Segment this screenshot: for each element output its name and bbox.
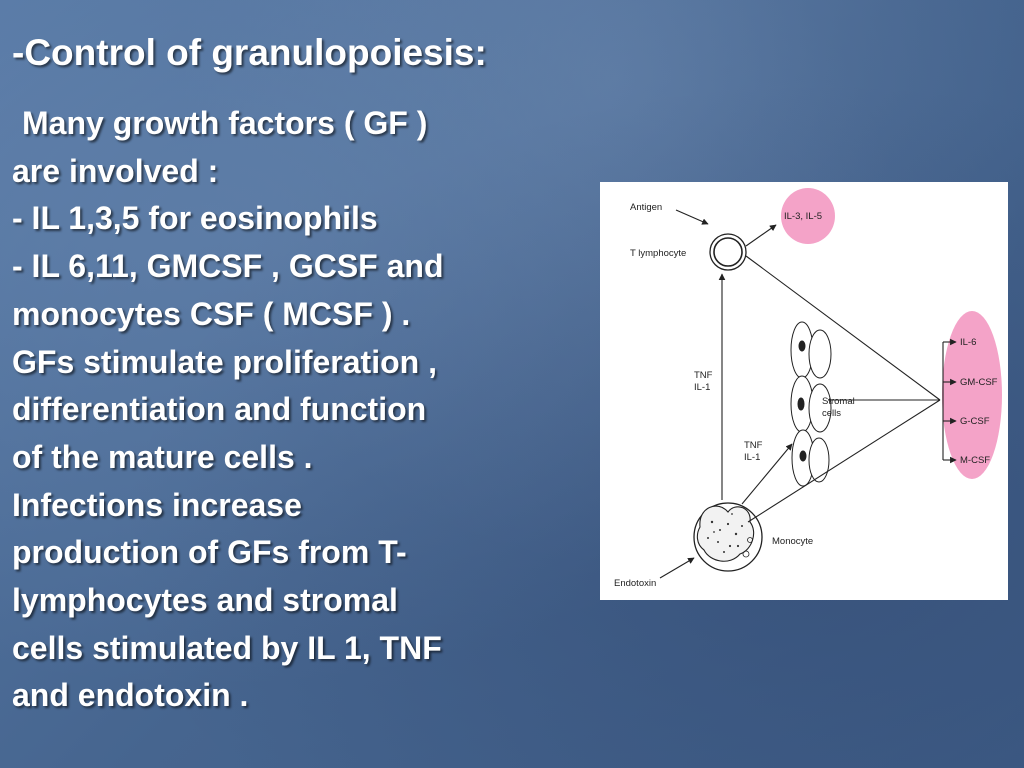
body-line: - IL 1,3,5 for eosinophils xyxy=(12,200,378,237)
m-csf-label: M-CSF xyxy=(960,455,990,466)
diagram-arrows xyxy=(659,209,957,579)
il3-il5-label: IL-3, IL-5 xyxy=(784,211,822,222)
tnf-label-mid: TNF xyxy=(744,440,763,451)
monocyte-label: Monocyte xyxy=(772,536,813,547)
tnf-label-left: TNF xyxy=(694,370,713,381)
g-csf-label: G-CSF xyxy=(960,416,990,427)
body-line: are involved : xyxy=(12,152,219,189)
body-line: - IL 6,11, GMCSF , GCSF and xyxy=(12,248,444,285)
body-line: lymphocytes and stromal xyxy=(12,582,398,619)
granulopoiesis-diagram: Antigen T lymphocyte IL-3, IL-5 TNF IL-1… xyxy=(600,182,1008,600)
stromal-label: Stromal xyxy=(822,396,855,407)
csf-highlight xyxy=(942,311,1002,479)
slide-title: -Control of granulopoiesis: xyxy=(12,32,487,73)
il1-label-left: IL-1 xyxy=(694,382,710,393)
body-line: GFs stimulate proliferation , xyxy=(12,343,437,380)
diagram-svg: Antigen T lymphocyte IL-3, IL-5 TNF IL-1… xyxy=(614,188,1002,589)
gm-csf-label: GM-CSF xyxy=(960,377,998,388)
body-line: of the mature cells . xyxy=(12,438,313,475)
body-line: cells stimulated by IL 1, TNF xyxy=(12,629,442,666)
il1-label-mid: IL-1 xyxy=(744,452,760,463)
body-line: Infections increase xyxy=(12,486,302,523)
slide-body: Many growth factors ( GF ) are involved … xyxy=(12,100,612,720)
body-line: production of GFs from T- xyxy=(12,534,407,571)
body-line: differentiation and function xyxy=(12,391,427,428)
stromal-cells xyxy=(790,321,832,487)
il6-label: IL-6 xyxy=(960,337,976,348)
body-line: monocytes CSF ( MCSF ) . xyxy=(12,295,411,332)
body-line: and endotoxin . xyxy=(12,677,249,714)
endotoxin-label: Endotoxin xyxy=(614,578,656,589)
stromal-cells-label: cells xyxy=(822,408,841,419)
body-line: Many growth factors ( GF ) xyxy=(22,105,428,141)
monocyte-cell xyxy=(693,502,763,572)
t-lymphocyte-label: T lymphocyte xyxy=(630,248,686,259)
il3-il5-highlight xyxy=(781,188,835,244)
antigen-label: Antigen xyxy=(630,202,662,213)
t-lymphocyte-cell xyxy=(709,233,747,271)
